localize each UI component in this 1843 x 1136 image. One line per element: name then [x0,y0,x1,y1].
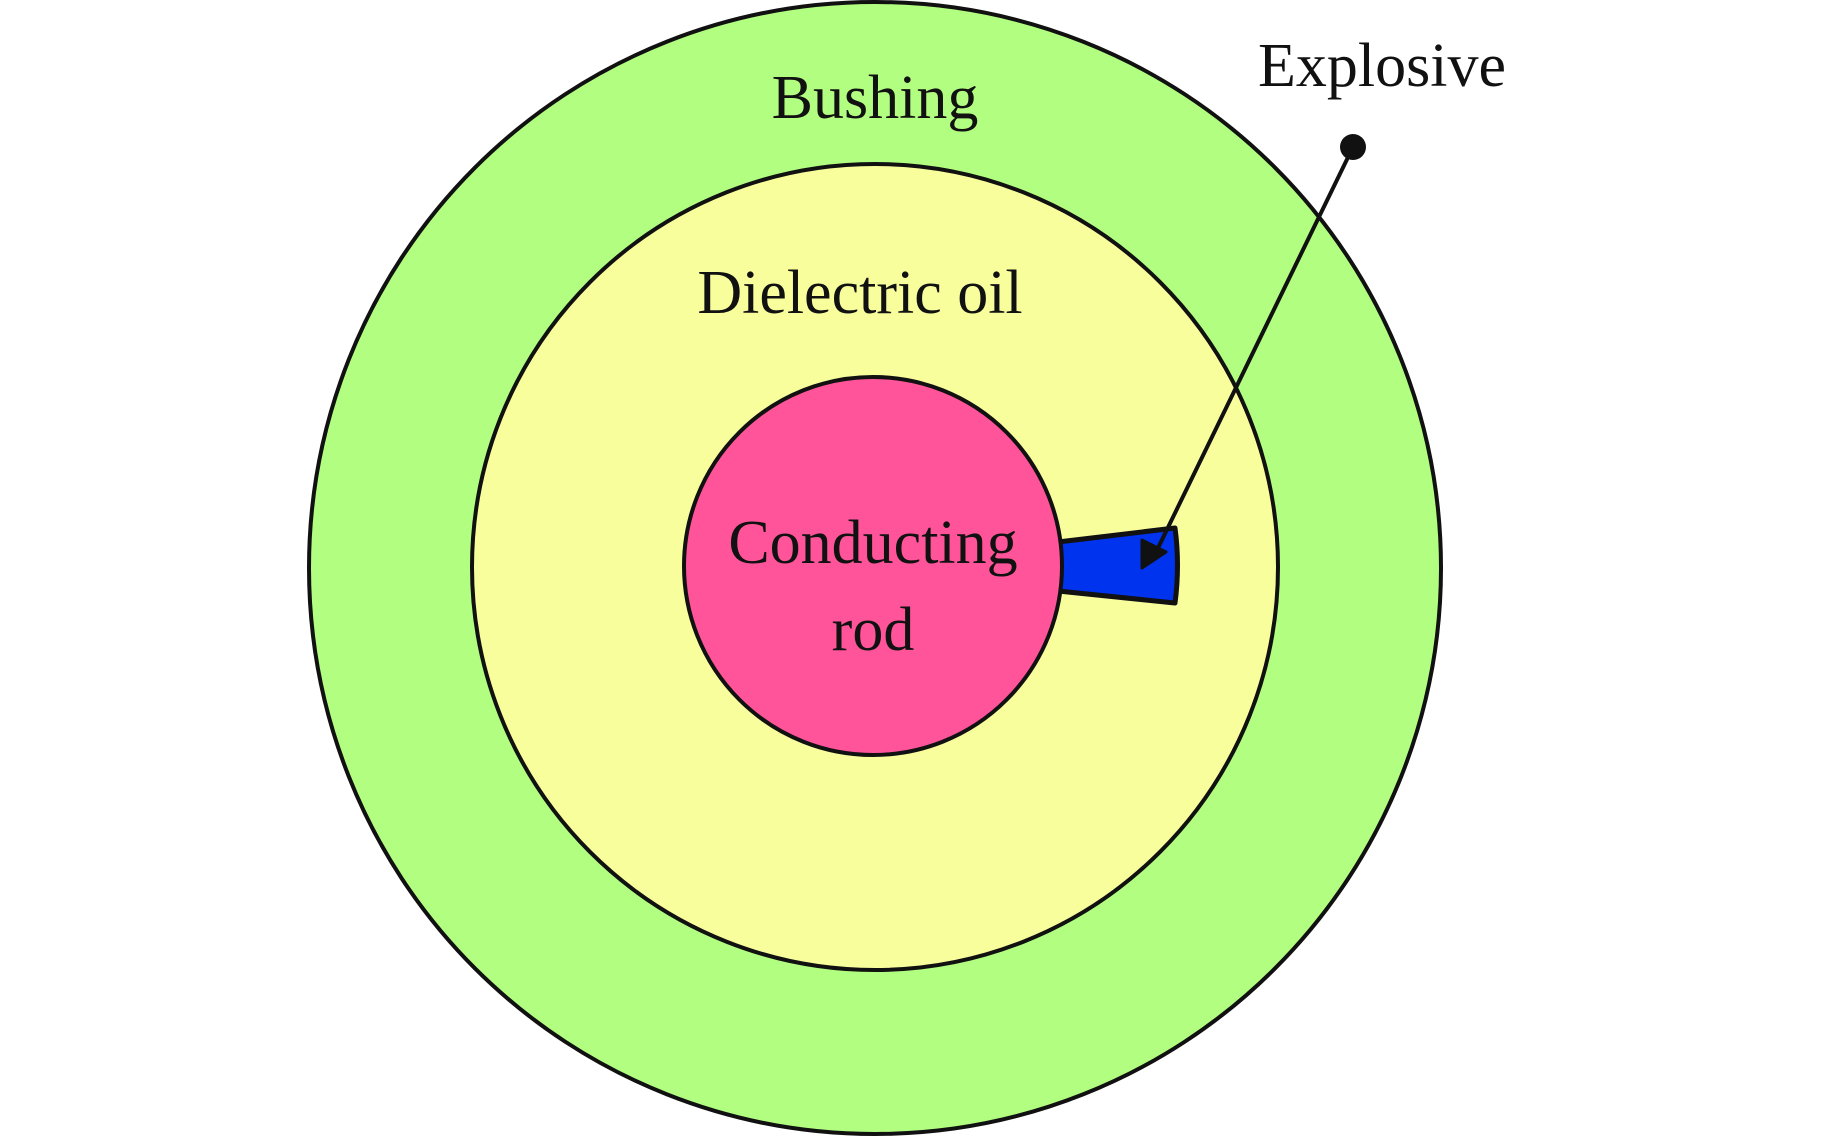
dielectric-oil-label: Dielectric oil [697,259,1022,327]
conducting-rod-label-line-2: rod [832,596,915,664]
leader-dot-icon [1340,134,1366,160]
explosive-charge [1055,525,1180,606]
explosive-leader-line [1156,146,1355,549]
conducting-rod [682,375,1064,757]
explosive-label: Explosive [1258,32,1506,100]
bushing-label: Bushing [772,64,979,132]
conducting-rod-label-line-1: Conducting [728,509,1017,577]
arrowhead-icon [1140,538,1168,570]
